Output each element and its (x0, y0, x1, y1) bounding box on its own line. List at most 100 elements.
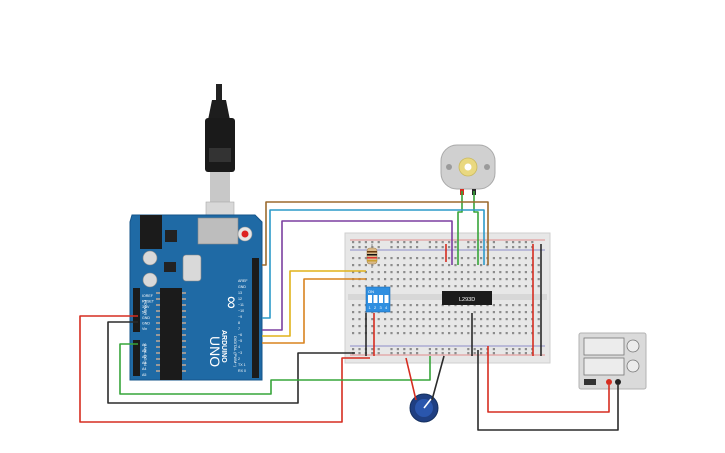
breadboard-hole[interactable] (403, 285, 406, 288)
breadboard-hole[interactable] (403, 257, 406, 260)
breadboard-hole[interactable] (371, 348, 374, 351)
breadboard-hole[interactable] (403, 311, 406, 314)
breadboard-hole[interactable] (460, 318, 463, 321)
breadboard-hole[interactable] (384, 318, 387, 321)
breadboard-hole[interactable] (390, 325, 393, 328)
breadboard-hole[interactable] (428, 246, 431, 249)
breadboard-hole[interactable] (524, 285, 527, 288)
breadboard-hole[interactable] (524, 241, 527, 244)
breadboard-hole[interactable] (492, 271, 495, 274)
breadboard-hole[interactable] (352, 285, 355, 288)
breadboard-hole[interactable] (492, 257, 495, 260)
breadboard-hole[interactable] (371, 271, 374, 274)
breadboard-hole[interactable] (396, 257, 399, 260)
breadboard-hole[interactable] (409, 325, 412, 328)
breadboard-hole[interactable] (460, 278, 463, 281)
breadboard-hole[interactable] (454, 304, 457, 307)
breadboard-hole[interactable] (537, 304, 540, 307)
breadboard-hole[interactable] (480, 325, 483, 328)
breadboard-hole[interactable] (512, 264, 515, 267)
breadboard-hole[interactable] (390, 241, 393, 244)
potentiometer[interactable] (409, 393, 439, 423)
breadboard-hole[interactable] (454, 318, 457, 321)
breadboard-hole[interactable] (512, 257, 515, 260)
breadboard-hole[interactable] (505, 311, 508, 314)
breadboard-hole[interactable] (512, 325, 515, 328)
breadboard-hole[interactable] (435, 352, 438, 355)
breadboard-hole[interactable] (518, 246, 521, 249)
breadboard-hole[interactable] (454, 264, 457, 267)
breadboard-hole[interactable] (435, 304, 438, 307)
breadboard-hole[interactable] (428, 271, 431, 274)
breadboard-hole[interactable] (396, 278, 399, 281)
breadboard-hole[interactable] (460, 332, 463, 335)
breadboard-hole[interactable] (512, 246, 515, 249)
breadboard-hole[interactable] (416, 348, 419, 351)
breadboard-hole[interactable] (396, 311, 399, 314)
breadboard-hole[interactable] (518, 241, 521, 244)
breadboard-hole[interactable] (531, 241, 534, 244)
breadboard-hole[interactable] (486, 264, 489, 267)
breadboard-hole[interactable] (377, 271, 380, 274)
breadboard-hole[interactable] (390, 278, 393, 281)
breadboard-hole[interactable] (518, 332, 521, 335)
breadboard-hole[interactable] (358, 332, 361, 335)
breadboard-hole[interactable] (416, 278, 419, 281)
breadboard-hole[interactable] (499, 318, 502, 321)
breadboard-hole[interactable] (403, 348, 406, 351)
breadboard-hole[interactable] (473, 318, 476, 321)
breadboard-hole[interactable] (384, 278, 387, 281)
breadboard-hole[interactable] (390, 264, 393, 267)
breadboard-hole[interactable] (448, 278, 451, 281)
breadboard-hole[interactable] (403, 325, 406, 328)
breadboard-hole[interactable] (492, 352, 495, 355)
breadboard-hole[interactable] (448, 271, 451, 274)
breadboard-hole[interactable] (512, 304, 515, 307)
breadboard-hole[interactable] (524, 325, 527, 328)
breadboard-hole[interactable] (480, 332, 483, 335)
breadboard-hole[interactable] (364, 257, 367, 260)
breadboard-hole[interactable] (384, 285, 387, 288)
breadboard-hole[interactable] (396, 241, 399, 244)
breadboard-hole[interactable] (505, 285, 508, 288)
breadboard-hole[interactable] (460, 285, 463, 288)
breadboard-hole[interactable] (486, 325, 489, 328)
breadboard-hole[interactable] (486, 271, 489, 274)
breadboard-hole[interactable] (537, 311, 540, 314)
breadboard-hole[interactable] (467, 264, 470, 267)
breadboard-hole[interactable] (499, 285, 502, 288)
breadboard-hole[interactable] (441, 311, 444, 314)
breadboard-hole[interactable] (364, 246, 367, 249)
breadboard-hole[interactable] (473, 332, 476, 335)
breadboard-hole[interactable] (473, 325, 476, 328)
breadboard-hole[interactable] (390, 304, 393, 307)
breadboard-hole[interactable] (352, 325, 355, 328)
breadboard-hole[interactable] (473, 348, 476, 351)
breadboard-hole[interactable] (441, 264, 444, 267)
breadboard-hole[interactable] (448, 264, 451, 267)
breadboard-hole[interactable] (512, 271, 515, 274)
breadboard-hole[interactable] (505, 246, 508, 249)
breadboard-hole[interactable] (518, 257, 521, 260)
breadboard-hole[interactable] (537, 318, 540, 321)
breadboard-hole[interactable] (480, 348, 483, 351)
breadboard-hole[interactable] (416, 304, 419, 307)
breadboard-hole[interactable] (480, 311, 483, 314)
breadboard-hole[interactable] (428, 332, 431, 335)
wire-pot-red[interactable] (405, 357, 417, 401)
breadboard-hole[interactable] (524, 304, 527, 307)
breadboard-hole[interactable] (448, 257, 451, 260)
breadboard-hole[interactable] (435, 246, 438, 249)
breadboard-hole[interactable] (428, 311, 431, 314)
breadboard-hole[interactable] (480, 278, 483, 281)
breadboard-hole[interactable] (512, 311, 515, 314)
breadboard-hole[interactable] (448, 285, 451, 288)
breadboard-hole[interactable] (390, 348, 393, 351)
breadboard-hole[interactable] (518, 325, 521, 328)
wires[interactable] (79, 191, 619, 431)
breadboard-hole[interactable] (371, 278, 374, 281)
breadboard-hole[interactable] (371, 352, 374, 355)
breadboard-hole[interactable] (505, 278, 508, 281)
wire-black-gnd[interactable] (107, 321, 355, 404)
breadboard-hole[interactable] (422, 264, 425, 267)
